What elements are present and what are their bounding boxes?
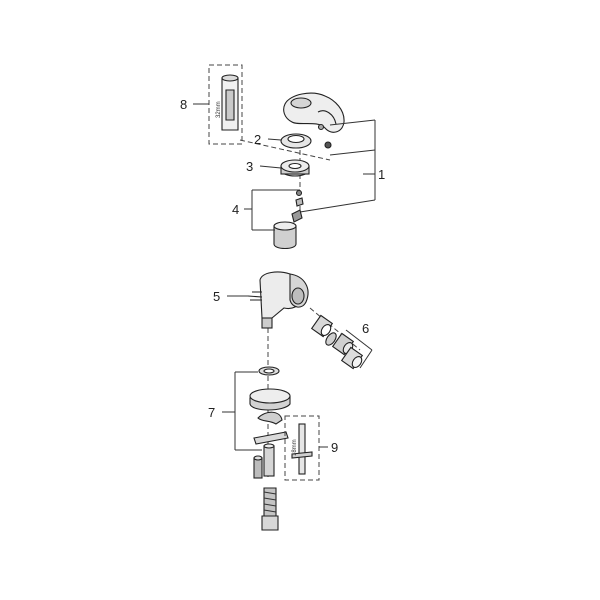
lever-handle [283,92,345,149]
nut-3: 3 [246,159,310,177]
faucet-body: 5 [213,271,309,329]
callout-4: 4 [232,202,239,217]
bracket-1: 1 [299,119,385,213]
cap-ring-2: 2 [254,132,312,149]
aerator-ring-a [310,314,334,338]
lower-fittings [253,455,279,531]
cartridge-4: 4 [232,189,304,250]
callout-7: 7 [208,405,215,420]
callout-6: 6 [362,321,369,336]
tool-9: 18mm 9 [284,415,338,481]
callout-3: 3 [246,159,253,174]
callout-2: 2 [254,132,261,147]
mounting-set-7: 7 [208,366,291,477]
tool-8: 32mm 8 [180,64,243,145]
tool-9-dimension: 18mm [292,439,298,456]
callout-8: 8 [180,97,187,112]
callout-9: 9 [331,440,338,455]
tool-8-dimension: 32mm [216,101,222,118]
callout-1: 1 [378,167,385,182]
aerator-ring-d [340,346,364,370]
aerator-6: 6 [310,314,373,370]
aerator-ring-b [325,332,337,346]
callout-5: 5 [213,289,220,304]
